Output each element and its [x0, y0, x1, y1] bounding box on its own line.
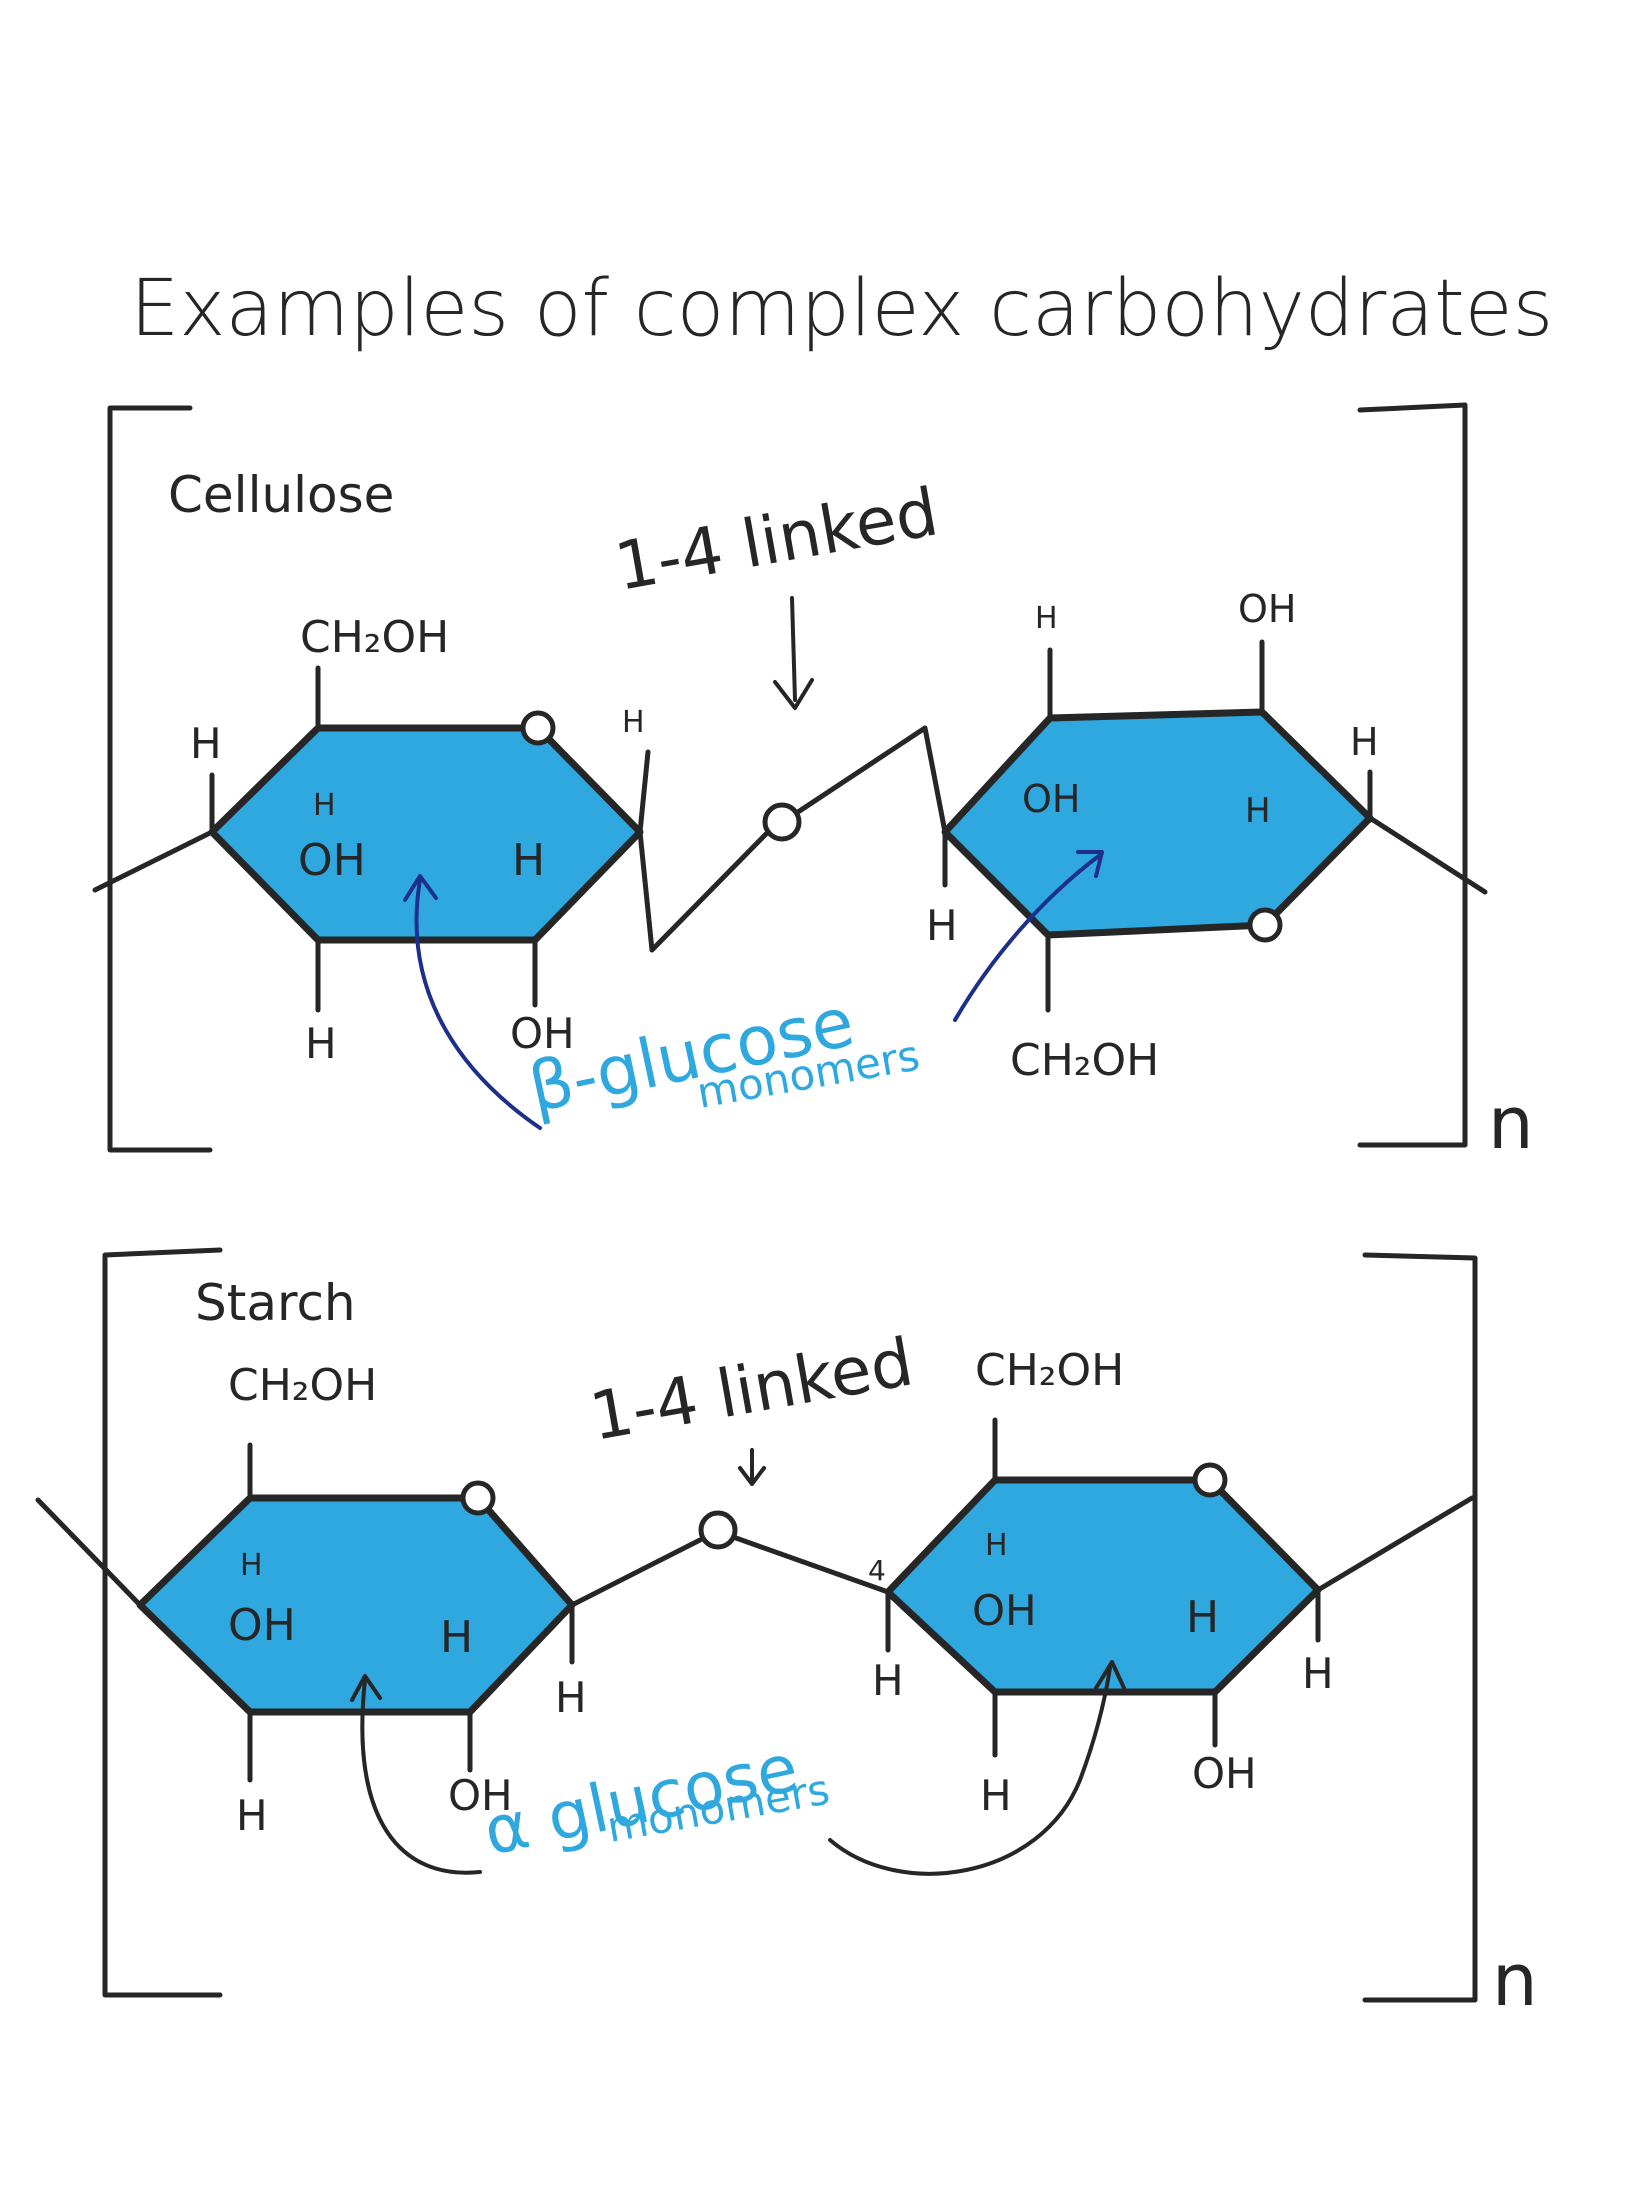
cellulose-left-bracket — [107, 405, 213, 1153]
cellulose-r1-h-bottom: H — [305, 1019, 337, 1068]
starch-r2-oh-bottom: OH — [1192, 1749, 1257, 1798]
starch-r2-h-right: H — [1302, 1649, 1334, 1698]
cellulose-r1-ch2oh: CH₂OH — [300, 612, 449, 663]
starch-monomer-arrow-right — [828, 1660, 1126, 1876]
starch-link-arrow — [738, 1448, 766, 1486]
starch-r2-ch2oh: CH₂OH — [975, 1345, 1124, 1396]
cellulose-r2-h-right: H — [1350, 720, 1379, 764]
cellulose-monomer-arrow-right — [953, 850, 1104, 1022]
starch-r1-oh: OH — [228, 1600, 296, 1651]
starch-r1-h-bottom: H — [236, 1791, 268, 1840]
cellulose-r2-oh-top: OH — [1238, 587, 1296, 631]
diagram-title: Examples of complex carbohydrates — [130, 264, 1553, 354]
cellulose-repeat-n: n — [1488, 1081, 1534, 1165]
cellulose-r2-ch2oh: CH₂OH — [1010, 1035, 1159, 1086]
cellulose-ring-1-oxygen — [520, 710, 556, 746]
starch-ring-1-oxygen — [460, 1480, 496, 1516]
cellulose-r2-h-mid: H — [1245, 791, 1271, 831]
cellulose-r1-h-left: H — [190, 719, 222, 768]
starch-repeat-n: n — [1492, 1938, 1538, 2022]
cellulose-link-arrow — [773, 596, 814, 710]
cellulose-ring-2-oxygen — [1247, 907, 1283, 943]
starch-label: Starch — [195, 1274, 356, 1332]
starch-section: n Starch 1-4 linked CH₂OH H OH H H OH H … — [35, 1247, 1538, 2022]
cellulose-bridge-oxygen — [762, 802, 802, 842]
starch-bridge-c4: 4 — [868, 1554, 886, 1587]
starch-bridge-right — [733, 1535, 891, 1595]
starch-r2-oh: OH — [972, 1586, 1037, 1635]
starch-chain-left — [35, 1497, 143, 1608]
cellulose-r1-oh-bottom: OH — [510, 1009, 575, 1058]
cellulose-r1-h-top: H — [313, 788, 336, 823]
starch-ring-1 — [136, 1494, 576, 1716]
starch-r2-h-c4: H — [872, 1656, 904, 1705]
starch-r2-h-mid: H — [1186, 1592, 1219, 1643]
starch-r1-h-c1: H — [555, 1673, 587, 1722]
starch-r2-h-bottom: H — [980, 1771, 1012, 1820]
starch-bridge-oxygen — [698, 1510, 738, 1550]
cellulose-r2-h-top: H — [1035, 601, 1058, 636]
cellulose-bridge-bond-h — [637, 749, 651, 835]
cellulose-section: n Cellulose 1-4 linked H CH₂OH H OH H H … — [92, 402, 1534, 1165]
starch-r1-oh-bottom: OH — [448, 1771, 513, 1820]
cellulose-r1-oh: OH — [298, 835, 366, 886]
cellulose-right-bracket — [1357, 402, 1468, 1148]
starch-monomer-arrow-left — [350, 1674, 482, 1875]
cellulose-bridge-h-lower: H — [926, 901, 958, 950]
cellulose-link-label: 1-4 linked — [609, 473, 943, 605]
cellulose-monomer-arrow-left — [403, 874, 542, 1130]
starch-chain-right — [1315, 1495, 1475, 1593]
starch-r1-h-top: H — [240, 1548, 263, 1583]
starch-link-label: 1-4 linked — [584, 1323, 918, 1455]
cellulose-bridge-right — [795, 725, 948, 835]
cellulose-bridge-h: H — [622, 705, 645, 740]
starch-right-bracket — [1362, 1252, 1478, 2003]
cellulose-ring-1 — [208, 724, 644, 944]
starch-r2-h-top: H — [985, 1528, 1008, 1563]
cellulose-r2-oh: OH — [1022, 777, 1080, 821]
starch-bridge-left — [569, 1537, 703, 1608]
starch-r1-h-mid: H — [440, 1612, 473, 1663]
cellulose-chain-right — [1367, 815, 1488, 895]
starch-left-bracket — [102, 1247, 223, 1998]
cellulose-chain-left — [92, 829, 215, 893]
starch-ring-2 — [884, 1476, 1322, 1696]
starch-ring-2-oxygen — [1192, 1462, 1228, 1498]
cellulose-r1-h-mid: H — [512, 835, 545, 886]
cellulose-bridge-left — [637, 829, 769, 953]
cellulose-label: Cellulose — [168, 466, 394, 524]
cellulose-ring-2 — [941, 708, 1374, 939]
starch-r1-ch2oh: CH₂OH — [228, 1360, 377, 1411]
